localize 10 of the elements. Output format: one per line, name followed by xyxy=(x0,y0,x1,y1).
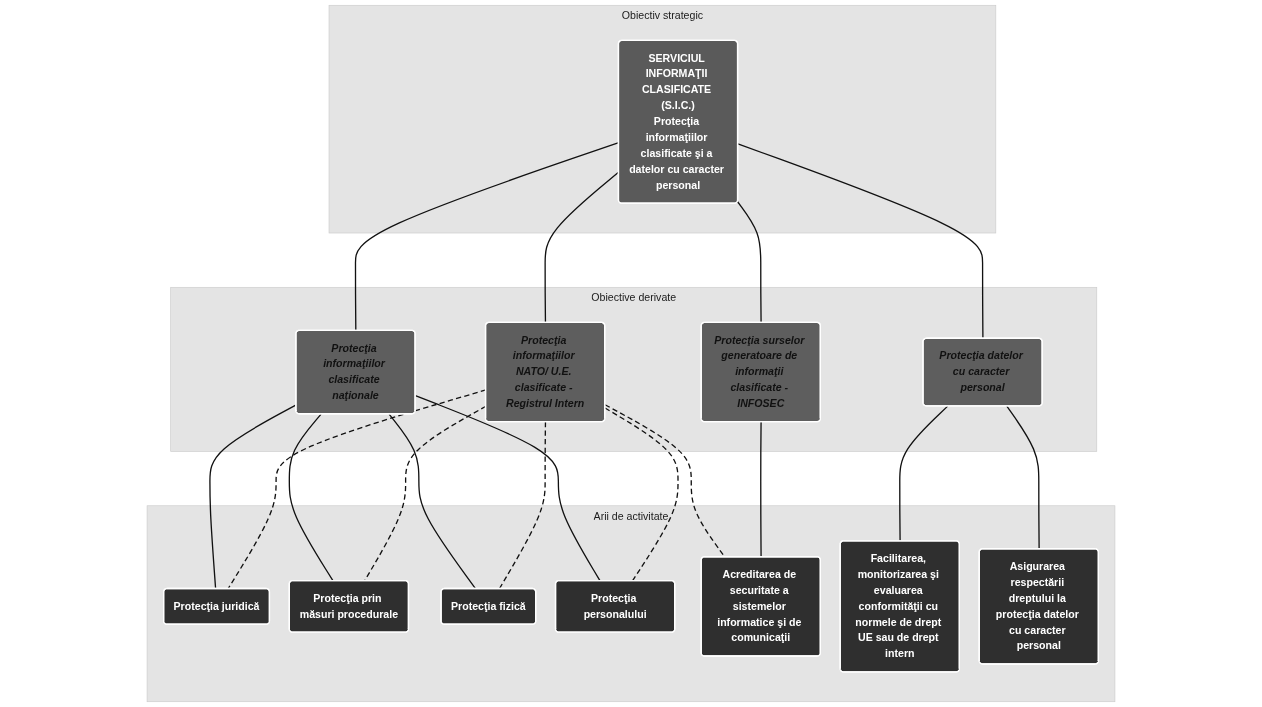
connector xyxy=(899,405,949,542)
connector xyxy=(498,421,547,590)
connector xyxy=(736,201,762,324)
connector xyxy=(604,407,679,582)
connector xyxy=(604,404,726,558)
connector xyxy=(1006,405,1040,550)
connector xyxy=(288,413,334,582)
connector xyxy=(737,143,984,340)
connector xyxy=(760,421,762,558)
connector xyxy=(388,413,477,590)
